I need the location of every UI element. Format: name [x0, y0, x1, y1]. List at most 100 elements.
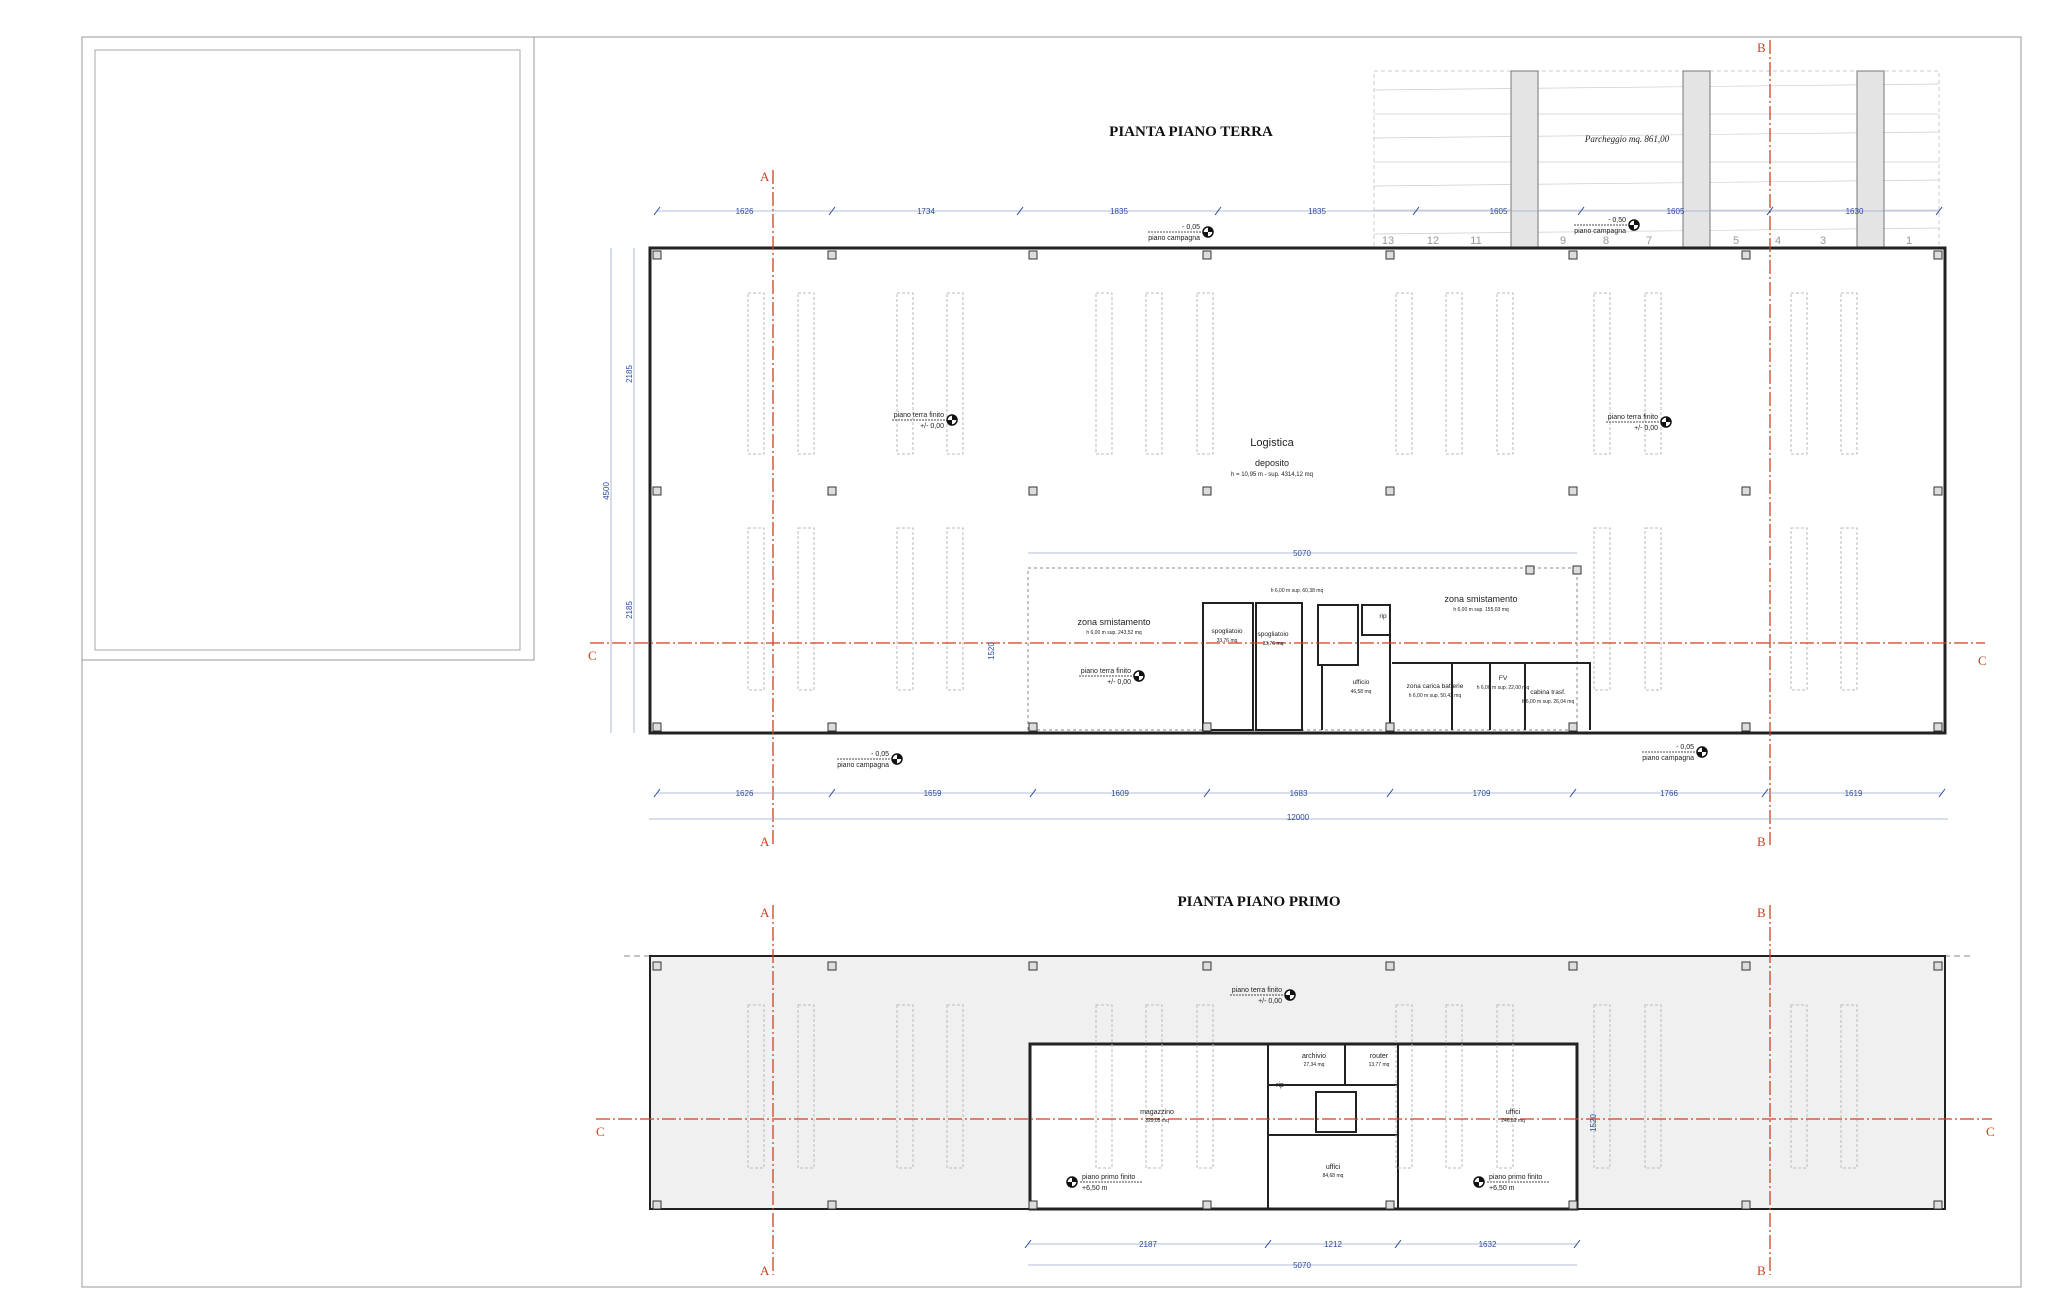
- parking-space-number: 1: [1906, 235, 1912, 247]
- column: [1741, 722, 1751, 732]
- room-info: 246,89 mq: [1501, 1118, 1525, 1124]
- column: [1385, 250, 1395, 260]
- parking-space-number: 7: [1646, 235, 1652, 247]
- storage-rack: [1196, 292, 1214, 455]
- storage-rack: [1593, 527, 1611, 691]
- dim-top: 1605: [1667, 207, 1685, 216]
- column: [1202, 250, 1212, 260]
- column: [652, 961, 662, 971]
- parking-space-number: 8: [1603, 235, 1609, 247]
- parking-space-number: 11: [1470, 235, 1481, 247]
- room-info: h 6,00 m sup. 60,38 mq: [1271, 588, 1324, 594]
- room-logistica: Logistica: [1250, 437, 1294, 449]
- column: [827, 250, 837, 260]
- room-name: zona carica batterie: [1407, 683, 1464, 690]
- level-first-left-label: piano primo finito: [1082, 1174, 1135, 1181]
- level-first-right-label: piano primo finito: [1489, 1174, 1542, 1181]
- room-info: h 6,00 m sup. 155,03 mq: [1453, 607, 1509, 613]
- room-name: spogliatoio: [1211, 628, 1242, 635]
- column: [1572, 565, 1582, 575]
- dim-top: 1734: [917, 207, 935, 216]
- dim-bottom: 1683: [1290, 789, 1308, 798]
- room-name: cabina trasf.: [1530, 689, 1566, 696]
- column: [1385, 486, 1395, 496]
- room-name: magazzino: [1140, 1109, 1174, 1116]
- level-campagna-bottom-left-value: piano campagna: [837, 762, 889, 769]
- column: [1028, 1200, 1038, 1210]
- storage-rack: [1145, 292, 1163, 455]
- dim-bottom: 1609: [1111, 789, 1129, 798]
- storage-rack: [1095, 1004, 1113, 1169]
- parking-area: [1373, 70, 1940, 249]
- first-floor-title: PIANTA PIANO PRIMO: [1177, 894, 1340, 910]
- dim-top: 1626: [736, 207, 754, 216]
- column: [1202, 722, 1212, 732]
- truck-icon: [1856, 70, 1885, 249]
- section-b-top-first: B: [1757, 905, 1766, 920]
- column: [1202, 1200, 1212, 1210]
- level-first-ground-value: +/- 0,00: [1258, 998, 1282, 1005]
- storage-rack: [747, 292, 765, 455]
- storage-rack: [1496, 292, 1514, 455]
- dim-first-bottom: 1212: [1324, 1240, 1342, 1249]
- dim-first-total: 5070: [1293, 1261, 1311, 1270]
- section-c-left: C: [588, 648, 597, 663]
- room-info: 27,34 mq: [1304, 1062, 1325, 1068]
- dim-bottom: 1709: [1473, 789, 1491, 798]
- storage-rack: [1840, 1004, 1858, 1169]
- column: [1741, 1200, 1751, 1210]
- column: [1202, 486, 1212, 496]
- column: [1741, 250, 1751, 260]
- room-info: 33,76 mq: [1217, 638, 1238, 644]
- storage-rack: [896, 1004, 914, 1169]
- parking-space-number: 9: [1560, 235, 1566, 247]
- level-campagna-top1-value: piano campagna: [1148, 235, 1200, 242]
- dim-left-2: 2185: [625, 601, 634, 619]
- section-a-top: A: [760, 169, 770, 184]
- column: [1385, 961, 1395, 971]
- dim-first-bottom: 2187: [1139, 1240, 1157, 1249]
- ground-floor-title: PIANTA PIANO TERRA: [1109, 124, 1273, 140]
- room-info: h 6,00 m sup. 243,52 mq: [1086, 630, 1142, 636]
- dim-left-1: 2185: [625, 365, 634, 383]
- storage-rack: [946, 527, 964, 691]
- first-floor-partitions: [1267, 1044, 1399, 1209]
- section-lines: [590, 40, 1992, 1275]
- column: [1933, 722, 1943, 732]
- column: [827, 1200, 837, 1210]
- column: [652, 486, 662, 496]
- section-b-bottom: B: [1757, 834, 1766, 849]
- storage-rack: [1644, 292, 1662, 455]
- dim-left-total: 4500: [602, 482, 611, 500]
- storage-rack: [1196, 1004, 1214, 1169]
- truck-icon: [1682, 70, 1711, 249]
- room-name: rip: [1379, 613, 1387, 620]
- column: [1568, 250, 1578, 260]
- level-campagna-bottom-left-label: - 0,05: [871, 751, 889, 758]
- column: [1568, 722, 1578, 732]
- room-info: 84,68 mq: [1323, 1173, 1344, 1179]
- section-c-left-first: C: [596, 1124, 605, 1139]
- parking-space-number: 4: [1775, 235, 1781, 247]
- column: [652, 1200, 662, 1210]
- level-ground-left-label: piano terra finito: [894, 412, 944, 419]
- storage-rack: [1593, 292, 1611, 455]
- dim-top: 1630: [1846, 207, 1864, 216]
- storage-rack: [1790, 292, 1808, 455]
- section-b-bottom-first: B: [1757, 1263, 1766, 1278]
- parking-space-number: 5: [1733, 235, 1739, 247]
- level-campagna-top2-label: - 0,50: [1608, 217, 1626, 224]
- level-ground-right-value: +/- 0,00: [1634, 425, 1658, 432]
- storage-rack: [946, 1004, 964, 1169]
- dimension-lines: [610, 210, 1948, 1266]
- dim-top: 1605: [1490, 207, 1508, 216]
- column: [1933, 961, 1943, 971]
- section-b-top: B: [1757, 40, 1766, 55]
- section-a-bottom: A: [760, 834, 770, 849]
- dim-bottom: 1659: [924, 789, 942, 798]
- column: [1741, 961, 1751, 971]
- dim-bottom: 1626: [736, 789, 754, 798]
- room-name: spogliatoio: [1257, 631, 1288, 638]
- truck-icon: [1510, 70, 1539, 249]
